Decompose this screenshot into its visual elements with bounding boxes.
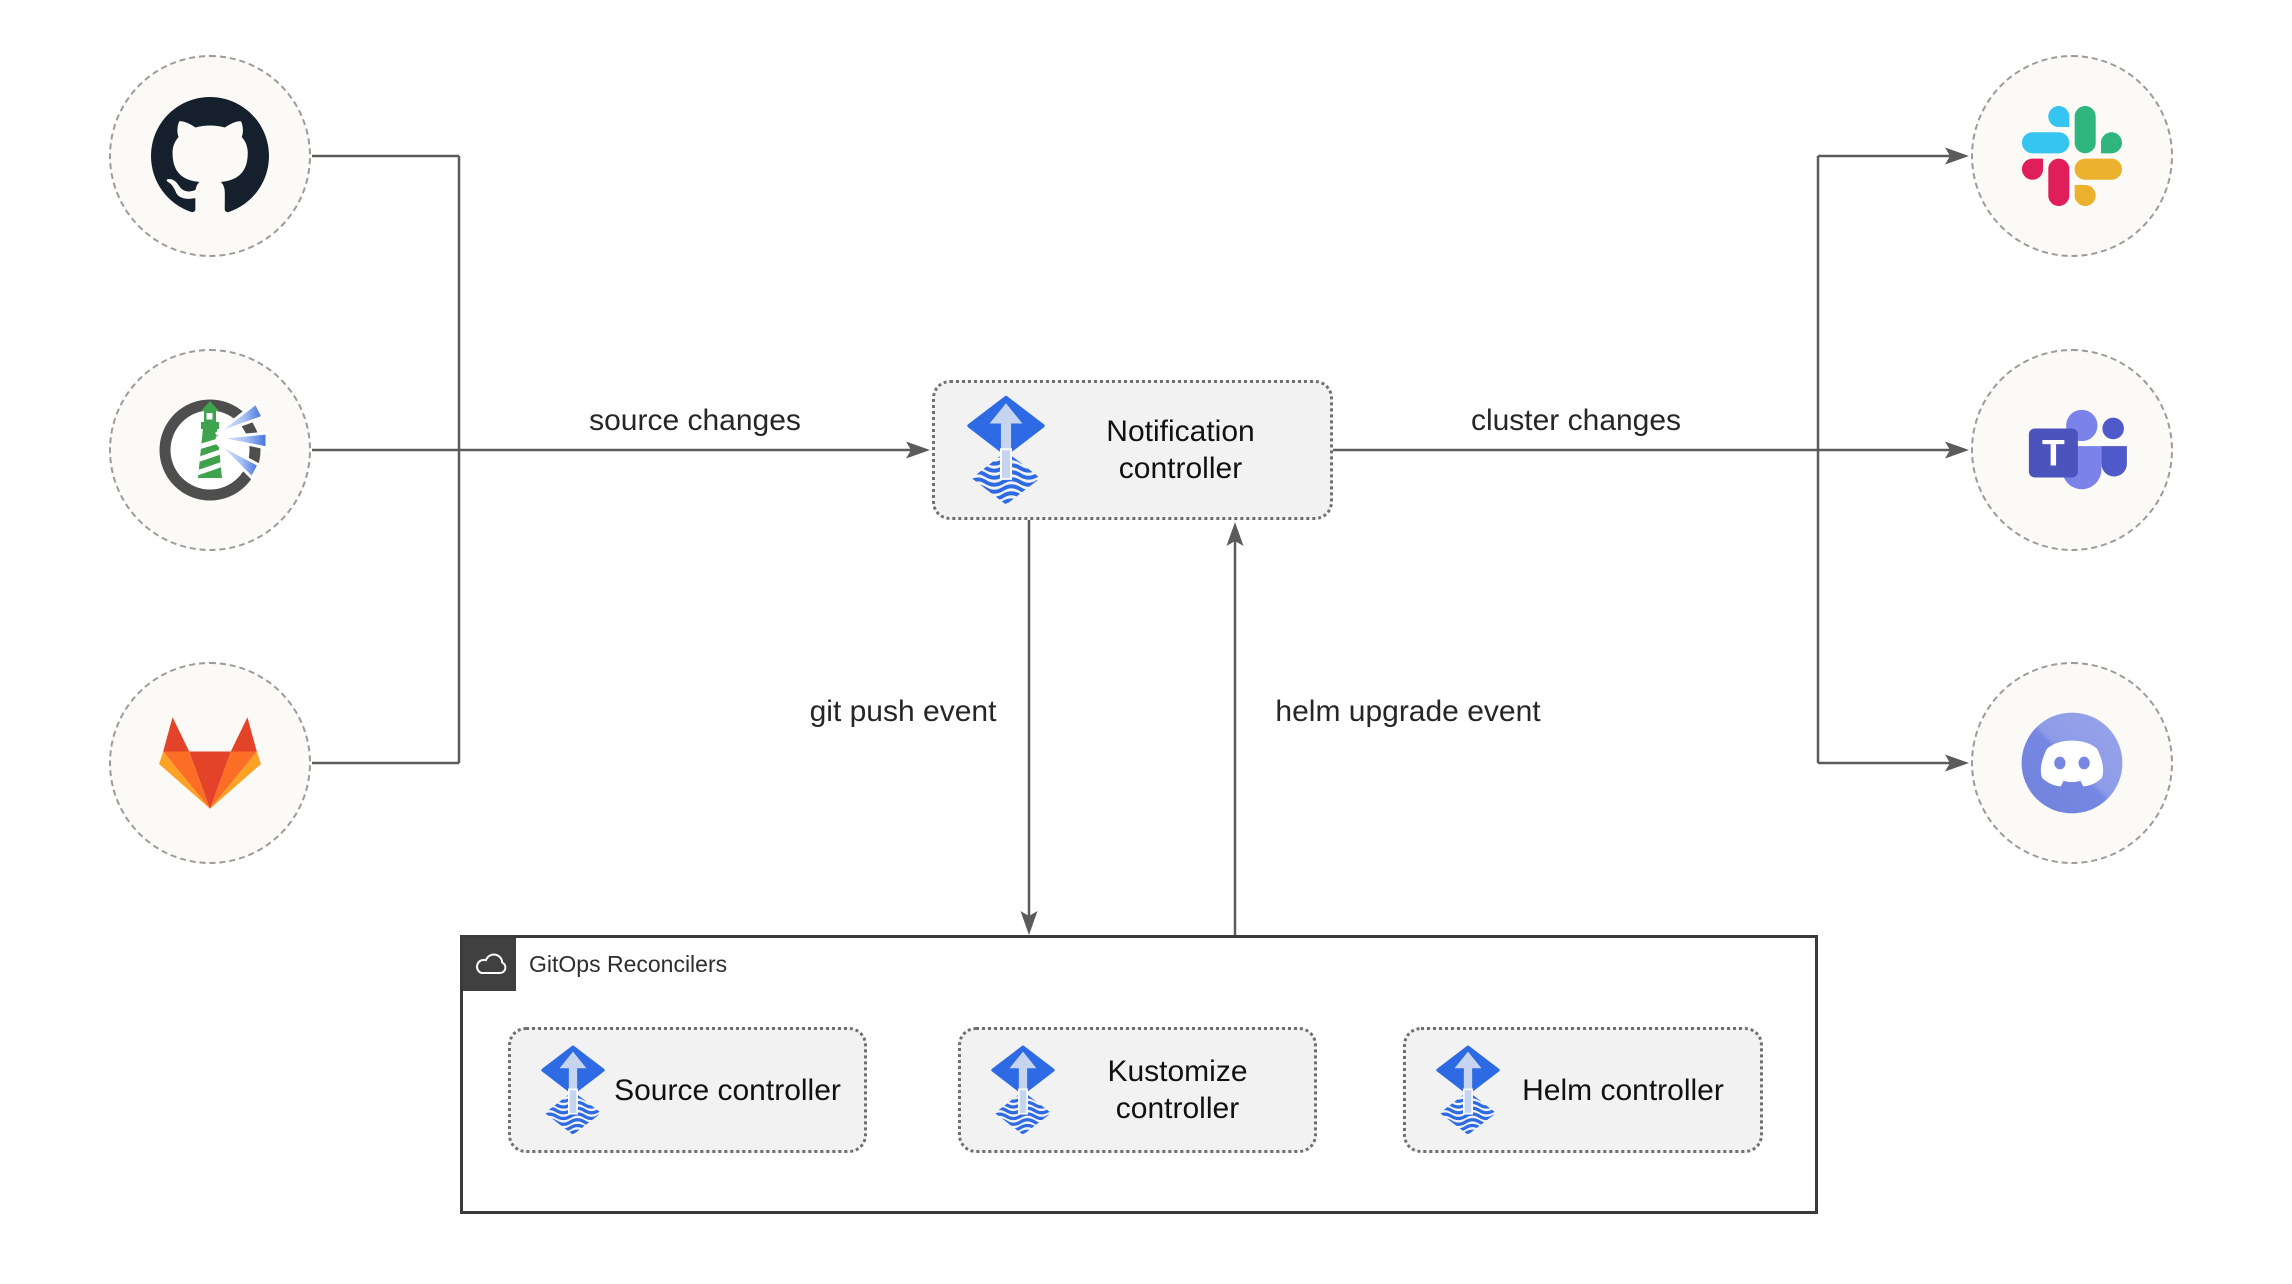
node-source-controller: Source controller [508, 1027, 867, 1153]
flux-icon [541, 1043, 605, 1137]
node-label: Kustomize controller [1107, 1055, 1248, 1125]
node-notification-controller: Notification controller [932, 380, 1333, 520]
node-helm-controller: Helm controller [1403, 1027, 1763, 1153]
endpoint-github [109, 55, 311, 257]
edge-label-cluster-changes: cluster changes [1462, 403, 1690, 439]
flux-icon [1436, 1043, 1500, 1137]
endpoint-harbor [109, 349, 311, 551]
node-label: Notification controller [1106, 415, 1255, 485]
endpoint-teams: T [1971, 349, 2173, 551]
flux-icon [991, 1043, 1055, 1137]
discord-icon [2021, 712, 2123, 814]
container-tab [463, 938, 516, 991]
slack-icon [2022, 106, 2122, 206]
node-label: Source controller [614, 1073, 841, 1107]
github-icon [151, 97, 269, 213]
teams-icon: T [2028, 409, 2127, 490]
endpoint-discord [1971, 662, 2173, 864]
svg-text:T: T [2042, 432, 2065, 474]
harbor-icon [159, 399, 269, 501]
endpoint-slack [1971, 55, 2173, 257]
flux-icon [967, 394, 1045, 506]
endpoint-gitlab [109, 662, 311, 864]
container-title: GitOps Reconcilers [529, 951, 728, 977]
edge-label-source-changes: source changes [581, 403, 809, 439]
node-label: Helm controller [1522, 1073, 1724, 1107]
gitlab-icon [159, 717, 261, 809]
edge-label-helm-upgrade-event: helm upgrade event [1267, 694, 1549, 730]
node-kustomize-controller: Kustomize controller [958, 1027, 1317, 1153]
edge-label-git-push-event: git push event [801, 694, 1005, 730]
cloud-icon [475, 953, 506, 974]
